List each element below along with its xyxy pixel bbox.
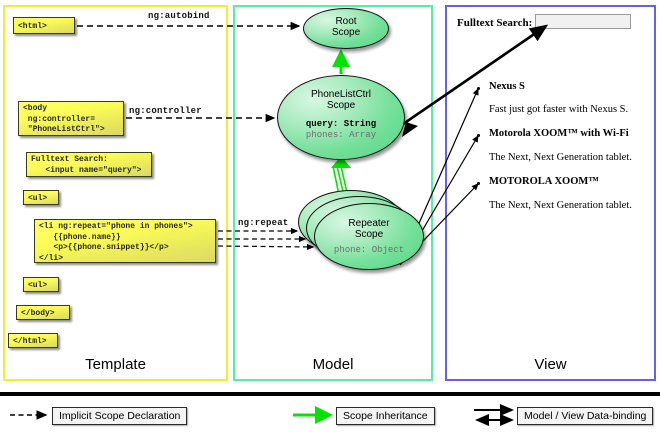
code-box-html-open: <html> bbox=[13, 17, 75, 34]
view-item-name: Motorola XOOM™ with Wi-Fi bbox=[489, 128, 629, 139]
repeater-scope-title-line1: Repeater bbox=[348, 218, 390, 229]
view-item-snippet: The Next, Next Generation tablet. bbox=[489, 200, 632, 211]
root-scope-title-line1: Root bbox=[335, 16, 357, 27]
column-label-template: Template bbox=[85, 356, 146, 373]
code-box-body-open: <body ng:controller= "PhoneListCtrl"> bbox=[18, 101, 124, 136]
repeater-scope-title-line2: Scope bbox=[354, 229, 384, 241]
column-view: View bbox=[445, 5, 656, 381]
view-search-label: Fulltext Search: bbox=[457, 17, 533, 29]
phonelistctrl-scope-prop-phones: phones: Array bbox=[305, 130, 377, 141]
fulltext-search-input[interactable] bbox=[535, 14, 631, 29]
code-box-ul-open: <ul> bbox=[23, 190, 59, 205]
connector-label-ng-autobind: ng:autobind bbox=[148, 11, 210, 21]
code-box-ul-close: <ul> bbox=[23, 277, 59, 292]
phonelistctrl-scope-title-line1: PhoneListCtrl bbox=[310, 89, 372, 100]
legend-item-scope-inheritance: Scope Inheritance bbox=[336, 407, 435, 425]
repeater-scope-prop-phone: phone: Object bbox=[333, 245, 405, 256]
legend-divider bbox=[0, 392, 660, 396]
code-box-body-close: </body> bbox=[16, 305, 70, 320]
code-box-html-close: </html> bbox=[8, 333, 58, 348]
repeater-scope: Repeater Scope phone: Object bbox=[314, 203, 424, 270]
view-item-name: MOTOROLA XOOM™ bbox=[489, 176, 599, 187]
code-box-fulltext-search: Fulltext Search: <input name="query"> bbox=[26, 152, 152, 177]
connector-label-ng-controller: ng:controller bbox=[129, 106, 202, 116]
connector-label-ng-repeat: ng:repeat bbox=[238, 218, 289, 228]
root-scope-title-line2: Scope bbox=[331, 27, 361, 39]
column-label-view: View bbox=[534, 356, 567, 373]
list-bullet bbox=[477, 87, 480, 90]
view-item-name: Nexus S bbox=[489, 81, 525, 92]
phonelistctrl-scope: PhoneListCtrl Scope query: String phones… bbox=[277, 75, 405, 160]
list-bullet bbox=[477, 134, 480, 137]
list-bullet bbox=[477, 182, 480, 185]
root-scope: Root Scope bbox=[303, 8, 389, 49]
legend-item-implicit-scope-declaration: Implicit Scope Declaration bbox=[52, 407, 188, 425]
phonelistctrl-scope-title-line2: Scope bbox=[326, 100, 356, 112]
column-label-model: Model bbox=[312, 356, 354, 373]
legend-item-model-view-data-binding: Model / View Data-binding bbox=[517, 407, 654, 425]
phonelistctrl-scope-prop-query: query: String bbox=[305, 119, 377, 130]
code-box-li-repeat: <li ng:repeat="phone in phones"> {{phone… bbox=[34, 219, 216, 263]
view-item-snippet: The Next, Next Generation tablet. bbox=[489, 152, 632, 163]
view-item-snippet: Fast just got faster with Nexus S. bbox=[489, 104, 629, 115]
